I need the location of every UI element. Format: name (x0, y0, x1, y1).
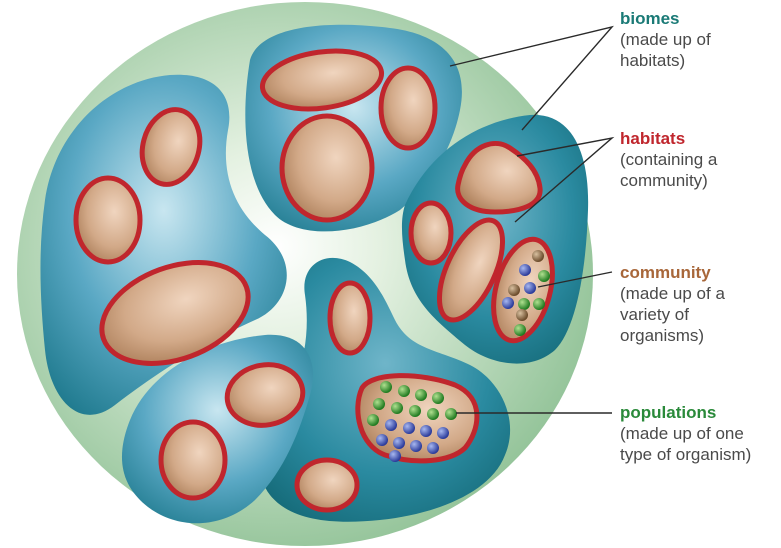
populations-desc-line1: (made up of one (620, 423, 751, 444)
habitats-label: habitats (containing a community) (620, 128, 717, 191)
organism-brown (532, 250, 544, 262)
community-desc-line1: (made up of a (620, 283, 725, 304)
organism-blue (389, 450, 401, 462)
organism-green (391, 402, 403, 414)
habitat (297, 460, 357, 510)
organism-green (538, 270, 550, 282)
organism-brown (516, 309, 528, 321)
organism-green (380, 381, 392, 393)
biomes-desc-line1: (made up of (620, 29, 711, 50)
organism-brown (508, 284, 520, 296)
organism-green (518, 298, 530, 310)
organism-blue (393, 437, 405, 449)
biomes-desc-line2: habitats) (620, 50, 711, 71)
organism-green (367, 414, 379, 426)
community-term: community (620, 262, 725, 283)
organism-blue (519, 264, 531, 276)
organism-blue (385, 419, 397, 431)
organism-blue (420, 425, 432, 437)
organism-green (432, 392, 444, 404)
populations-desc-line2: type of organism) (620, 444, 751, 465)
habitat (76, 178, 140, 262)
organism-green (427, 408, 439, 420)
organism-green (398, 385, 410, 397)
biomes-label: biomes (made up of habitats) (620, 8, 711, 71)
biomes-term: biomes (620, 8, 711, 29)
populations-term: populations (620, 402, 751, 423)
organism-green (409, 405, 421, 417)
habitat (161, 422, 225, 498)
habitats-desc-line2: community) (620, 170, 717, 191)
habitats-desc-line1: (containing a (620, 149, 717, 170)
habitat (282, 116, 372, 220)
organism-blue (437, 427, 449, 439)
organism-blue (502, 297, 514, 309)
organism-green (373, 398, 385, 410)
organism-blue (403, 422, 415, 434)
organism-blue (524, 282, 536, 294)
organism-green (445, 408, 457, 420)
community-label: community (made up of a variety of organ… (620, 262, 725, 346)
organism-green (533, 298, 545, 310)
habitat (330, 283, 370, 353)
populations-label: populations (made up of one type of orga… (620, 402, 751, 465)
habitat (411, 203, 451, 263)
habitats-term: habitats (620, 128, 717, 149)
community-desc-line3: organisms) (620, 325, 725, 346)
organism-green (415, 389, 427, 401)
organism-blue (376, 434, 388, 446)
organism-blue (427, 442, 439, 454)
organism-green (514, 324, 526, 336)
habitat (381, 68, 435, 148)
community-desc-line2: variety of (620, 304, 725, 325)
organism-blue (410, 440, 422, 452)
